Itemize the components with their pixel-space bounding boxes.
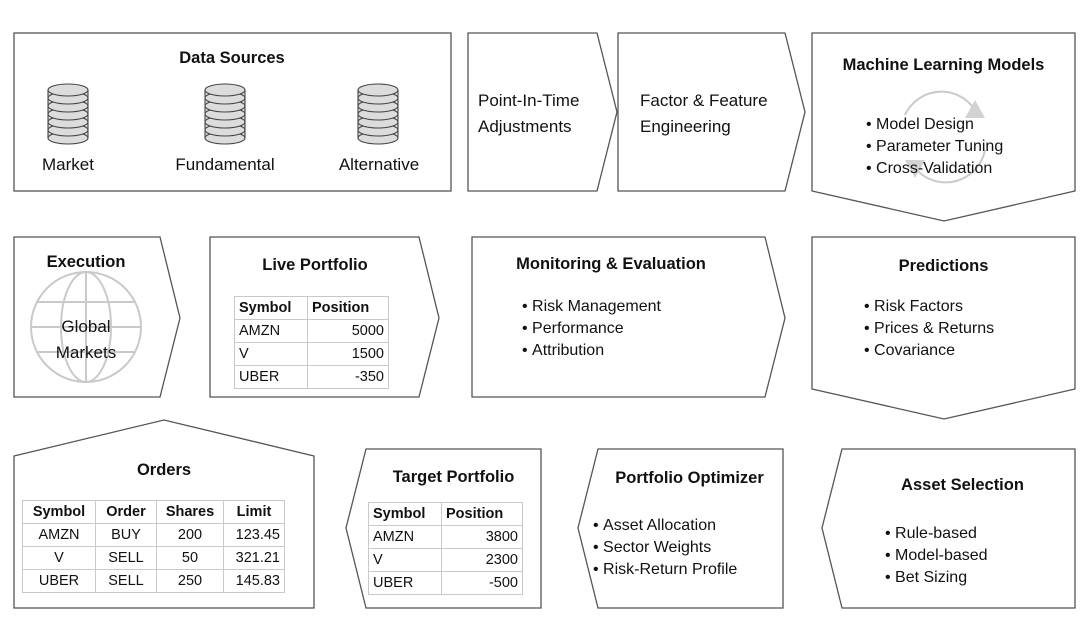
optimizer-bullet: Sector Weights xyxy=(593,537,737,559)
position-cell: 1500 xyxy=(307,342,389,366)
column-header: Position xyxy=(307,296,389,320)
asset-selection-title: Asset Selection xyxy=(901,476,1024,494)
limit-cell: 321.21 xyxy=(223,546,285,570)
symbol-cell: UBER xyxy=(22,569,96,593)
globe-icon xyxy=(30,271,142,383)
factor-line2: Engineering xyxy=(640,117,731,136)
pit-line2: Adjustments xyxy=(478,117,572,136)
column-header: Shares xyxy=(156,500,224,524)
global-label: Global xyxy=(61,317,111,336)
position-cell: 2300 xyxy=(441,548,523,572)
factor-engineering-arrow xyxy=(617,32,806,192)
order-cell: SELL xyxy=(95,546,157,570)
asset-selection-bullet: Bet Sizing xyxy=(885,567,988,589)
order-cell: BUY xyxy=(95,523,157,547)
table-row: UBER -350 xyxy=(234,365,389,389)
table-row: V 1500 xyxy=(234,342,389,366)
symbol-cell: V xyxy=(234,342,308,366)
symbol-cell: V xyxy=(22,546,96,570)
monitoring-title: Monitoring & Evaluation xyxy=(516,255,706,273)
table-row: UBER SELL 250 145.83 xyxy=(22,569,285,593)
optimizer-bullet: Asset Allocation xyxy=(593,515,737,537)
asset-selection-bullet: Rule-based xyxy=(885,523,988,545)
column-header: Symbol xyxy=(22,500,96,524)
optimizer-bullet: Risk-Return Profile xyxy=(593,559,737,581)
market-label: Market xyxy=(42,155,94,174)
position-cell: 5000 xyxy=(307,319,389,343)
ml-bullets: Model Design Parameter Tuning Cross-Vali… xyxy=(866,114,1003,180)
monitoring-bullet: Risk Management xyxy=(522,296,661,318)
table-header-row: Symbol Position xyxy=(368,502,523,526)
column-header: Symbol xyxy=(368,502,442,526)
ml-title: Machine Learning Models xyxy=(842,56,1045,74)
target-portfolio-title: Target Portfolio xyxy=(392,468,515,486)
symbol-cell: UBER xyxy=(234,365,308,389)
orders-table: Symbol Order Shares Limit AMZN BUY 200 1… xyxy=(22,500,285,593)
live-portfolio-table: Symbol Position AMZN 5000 V 1500 UBER -3… xyxy=(234,296,389,389)
ml-bullet: Cross-Validation xyxy=(866,158,1003,180)
asset-selection-bullet: Model-based xyxy=(885,545,988,567)
alternative-label: Alternative xyxy=(338,155,420,174)
shares-cell: 250 xyxy=(156,569,224,593)
table-row: V SELL 50 321.21 xyxy=(22,546,285,570)
table-row: AMZN 5000 xyxy=(234,319,389,343)
position-cell: -350 xyxy=(307,365,389,389)
optimizer-title: Portfolio Optimizer xyxy=(615,469,764,487)
monitoring-bullets: Risk Management Performance Attribution xyxy=(522,296,661,362)
ml-bullet: Model Design xyxy=(866,114,1003,136)
target-portfolio-table: Symbol Position AMZN 3800 V 2300 UBER -5… xyxy=(368,502,523,595)
symbol-cell: UBER xyxy=(368,571,442,595)
table-row: V 2300 xyxy=(368,548,523,572)
shares-cell: 200 xyxy=(156,523,224,547)
asset-selection-bullets: Rule-based Model-based Bet Sizing xyxy=(885,523,988,589)
live-portfolio-title: Live Portfolio xyxy=(262,256,368,274)
column-header: Order xyxy=(95,500,157,524)
monitoring-bullet: Performance xyxy=(522,318,661,340)
execution-arrow xyxy=(13,236,181,398)
database-icon-fundamental xyxy=(204,83,246,145)
monitoring-bullet: Attribution xyxy=(522,340,661,362)
predictions-bullet: Prices & Returns xyxy=(864,318,994,340)
fundamental-label: Fundamental xyxy=(175,155,275,174)
symbol-cell: AMZN xyxy=(234,319,308,343)
point-in-time-arrow xyxy=(467,32,618,192)
predictions-bullets: Risk Factors Prices & Returns Covariance xyxy=(864,296,994,362)
pit-line1: Point-In-Time xyxy=(478,91,580,110)
predictions-bullet: Covariance xyxy=(864,340,994,362)
table-row: UBER -500 xyxy=(368,571,523,595)
symbol-cell: AMZN xyxy=(368,525,442,549)
column-header: Symbol xyxy=(234,296,308,320)
data-sources-title: Data Sources xyxy=(179,49,285,67)
symbol-cell: AMZN xyxy=(22,523,96,547)
orders-title: Orders xyxy=(136,461,192,479)
table-header-row: Symbol Position xyxy=(234,296,389,320)
limit-cell: 145.83 xyxy=(223,569,285,593)
predictions-bullet: Risk Factors xyxy=(864,296,994,318)
table-row: AMZN BUY 200 123.45 xyxy=(22,523,285,547)
column-header: Limit xyxy=(223,500,285,524)
limit-cell: 123.45 xyxy=(223,523,285,547)
database-icon-market xyxy=(47,83,89,145)
table-row: AMZN 3800 xyxy=(368,525,523,549)
table-header-row: Symbol Order Shares Limit xyxy=(22,500,285,524)
position-cell: 3800 xyxy=(441,525,523,549)
optimizer-bullets: Asset Allocation Sector Weights Risk-Ret… xyxy=(593,515,737,581)
ml-bullet: Parameter Tuning xyxy=(866,136,1003,158)
predictions-title: Predictions xyxy=(898,257,989,275)
order-cell: SELL xyxy=(95,569,157,593)
database-icon-alternative xyxy=(357,83,399,145)
factor-line1: Factor & Feature xyxy=(640,91,768,110)
position-cell: -500 xyxy=(441,571,523,595)
markets-label: Markets xyxy=(55,343,117,362)
shares-cell: 50 xyxy=(156,546,224,570)
execution-title: Execution xyxy=(46,253,126,271)
symbol-cell: V xyxy=(368,548,442,572)
column-header: Position xyxy=(441,502,523,526)
